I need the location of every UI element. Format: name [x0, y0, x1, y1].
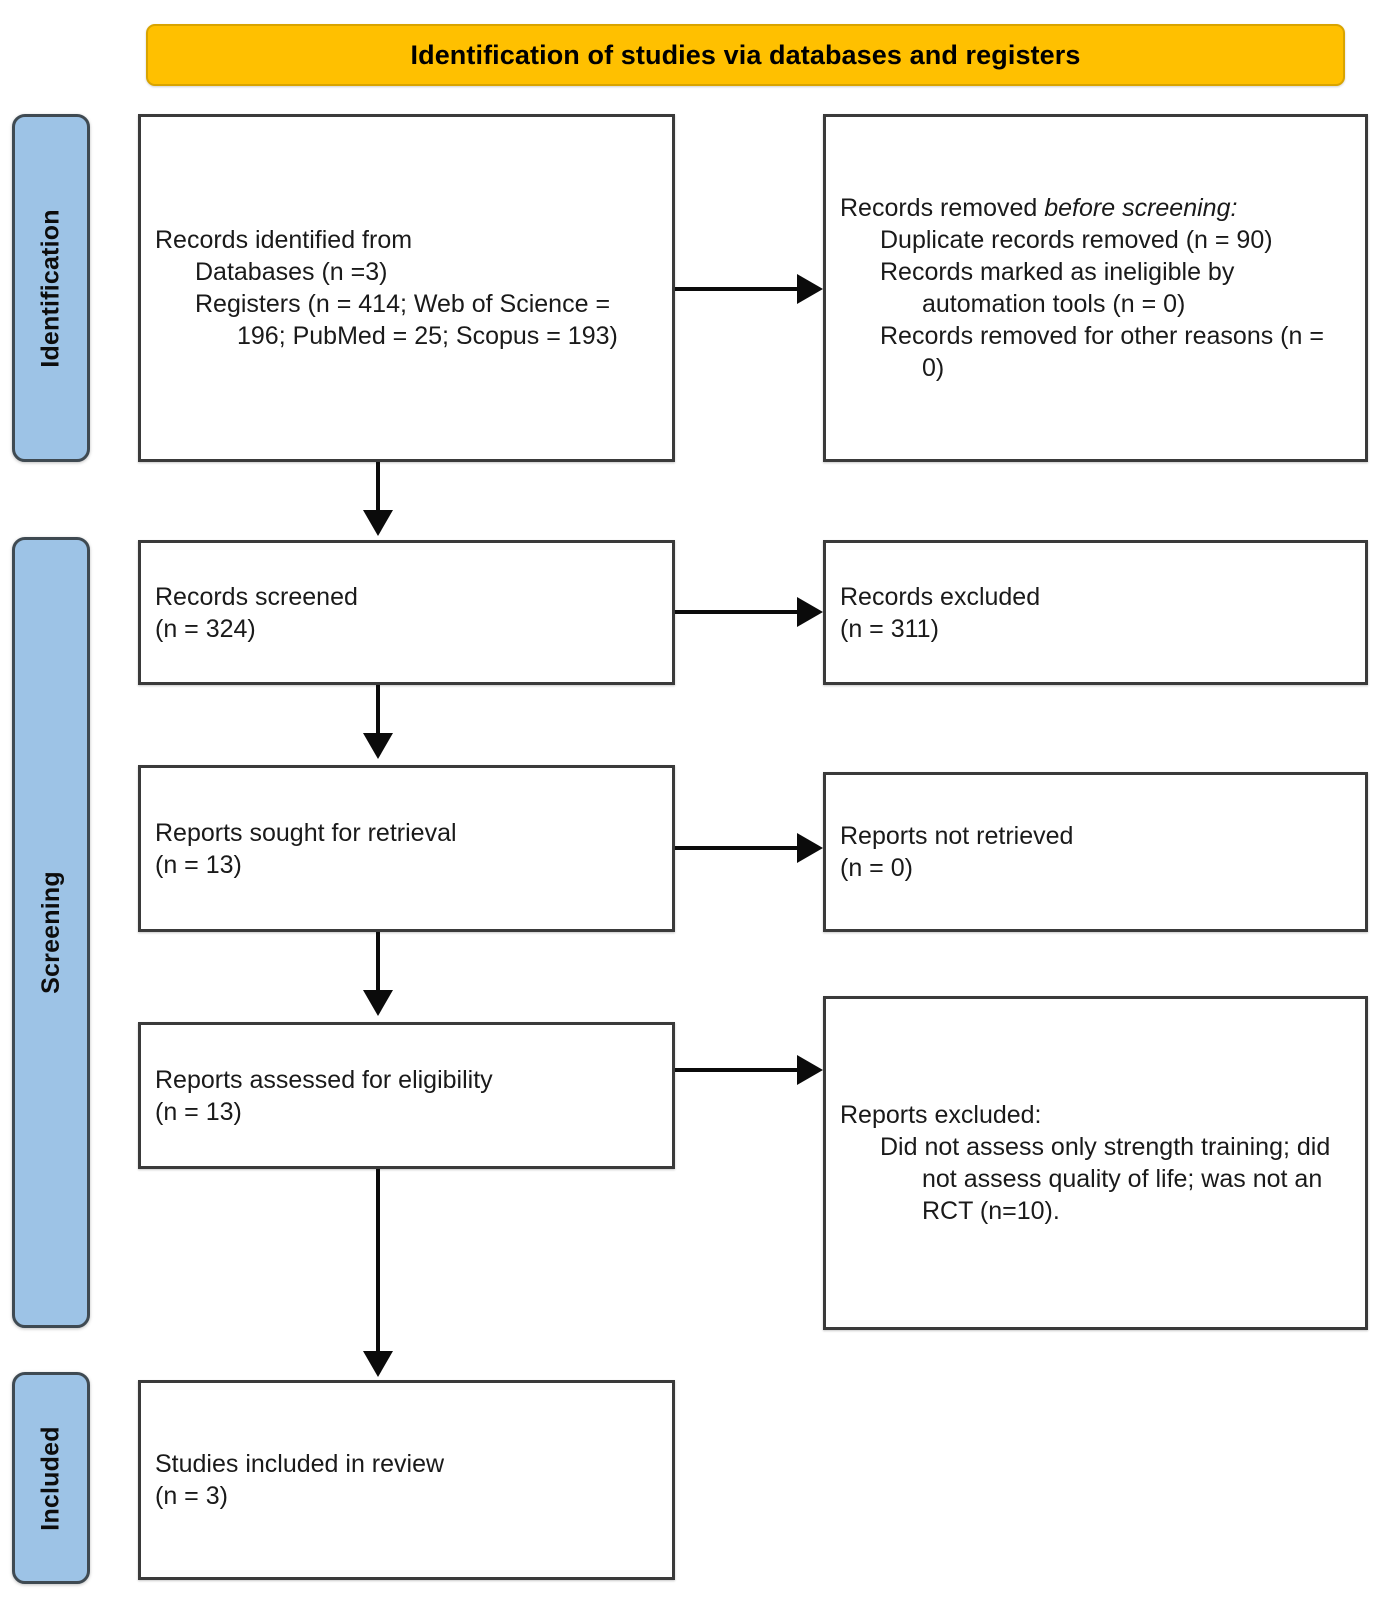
box-records-removed-content: Records removed before screening: Duplic…: [826, 192, 1365, 384]
records-removed-heading: Records removed before screening:: [840, 192, 1351, 224]
reports-not-retrieved-line2: (n = 0): [840, 854, 913, 882]
box-studies-included-in-review: Studies included in review (n = 3): [138, 1380, 675, 1580]
records-identified-line3: Registers (n = 414; Web of Science = 196…: [195, 290, 618, 350]
connector-sought-to-not-retrieved: [675, 846, 799, 850]
records-identified-line2: Databases (n =3): [195, 258, 388, 286]
box-reports-sought-for-retrieval: Reports sought for retrieval (n = 13): [138, 765, 675, 932]
connector-identified-to-removed: [675, 287, 799, 291]
box-reports-excluded-content: Reports excluded: Did not assess only st…: [826, 1099, 1365, 1227]
arrowhead-sought-to-assessed: [363, 990, 393, 1016]
reports-excluded-line1: Reports excluded:: [840, 1101, 1042, 1129]
stage-bar-identification: Identification: [12, 114, 90, 462]
records-removed-heading-emphasis: before screening: [1044, 194, 1231, 222]
box-reports-assessed-content: Reports assessed for eligibility (n = 13…: [141, 1064, 672, 1128]
connector-sought-to-assessed: [376, 932, 380, 994]
records-removed-heading-colon: :: [1230, 194, 1238, 222]
connector-screened-to-sought: [376, 685, 380, 737]
reports-not-retrieved-line1: Reports not retrieved: [840, 822, 1074, 850]
box-studies-included-content: Studies included in review (n = 3): [141, 1448, 672, 1512]
records-excluded-line2: (n = 311): [840, 614, 939, 643]
arrowhead-screened-to-excluded: [797, 597, 823, 627]
box-reports-not-retrieved-content: Reports not retrieved (n = 0): [826, 820, 1365, 884]
banner-title: Identification of studies via databases …: [410, 39, 1081, 70]
arrowhead-assessed-to-included: [363, 1351, 393, 1377]
records-removed-line2: Duplicate records removed (n = 90): [880, 226, 1273, 254]
studies-included-line2: (n = 3): [155, 1482, 228, 1510]
reports-sought-line1: Reports sought for retrieval: [155, 818, 457, 847]
records-identified-line1: Records identified from: [155, 226, 413, 254]
connector-screened-to-excluded: [675, 610, 799, 614]
records-removed-heading-a: Records removed: [840, 194, 1045, 222]
box-records-screened: Records screened (n = 324): [138, 540, 675, 685]
diagram-header-banner: Identification of studies via databases …: [146, 24, 1345, 86]
arrowhead-assessed-to-excluded: [797, 1055, 823, 1085]
reports-sought-line2: (n = 13): [155, 850, 242, 879]
reports-assessed-line2: (n = 13): [155, 1097, 242, 1126]
reports-excluded-line2: Did not assess only strength training; d…: [880, 1133, 1338, 1225]
connector-assessed-to-included: [376, 1169, 380, 1355]
box-records-removed-before-screening: Records removed before screening: Duplic…: [823, 114, 1368, 462]
stage-label-screening: Screening: [36, 871, 65, 994]
stage-bar-included: Included: [12, 1372, 90, 1584]
studies-included-line1: Studies included in review: [155, 1450, 445, 1478]
records-removed-line4: Records removed for other reasons (n = 0…: [880, 322, 1331, 382]
box-reports-not-retrieved: Reports not retrieved (n = 0): [823, 772, 1368, 932]
stage-label-included: Included: [36, 1425, 65, 1531]
records-screened-line1: Records screened: [155, 582, 358, 611]
reports-assessed-line1: Reports assessed for eligibility: [155, 1065, 493, 1094]
stage-bar-screening: Screening: [12, 537, 90, 1328]
box-records-identified-content: Records identified from Databases (n =3)…: [141, 224, 672, 352]
arrowhead-identified-to-screened: [363, 510, 393, 536]
connector-identified-to-screened: [376, 462, 380, 514]
records-screened-line2: (n = 324): [155, 614, 256, 643]
arrowhead-sought-to-not-retrieved: [797, 833, 823, 863]
records-removed-line3: Records marked as ineligible by automati…: [880, 258, 1242, 318]
arrowhead-screened-to-sought: [363, 733, 393, 759]
box-records-screened-content: Records screened (n = 324): [141, 581, 672, 645]
records-excluded-line1: Records excluded: [840, 582, 1041, 611]
connector-assessed-to-excluded: [675, 1068, 799, 1072]
arrowhead-identified-to-removed: [797, 274, 823, 304]
box-records-identified: Records identified from Databases (n =3)…: [138, 114, 675, 462]
box-records-excluded-content: Records excluded (n = 311): [826, 581, 1365, 645]
stage-label-identification: Identification: [36, 208, 65, 368]
box-records-excluded: Records excluded (n = 311): [823, 540, 1368, 685]
box-reports-excluded: Reports excluded: Did not assess only st…: [823, 996, 1368, 1330]
box-reports-sought-content: Reports sought for retrieval (n = 13): [141, 817, 672, 881]
box-reports-assessed-for-eligibility: Reports assessed for eligibility (n = 13…: [138, 1022, 675, 1169]
